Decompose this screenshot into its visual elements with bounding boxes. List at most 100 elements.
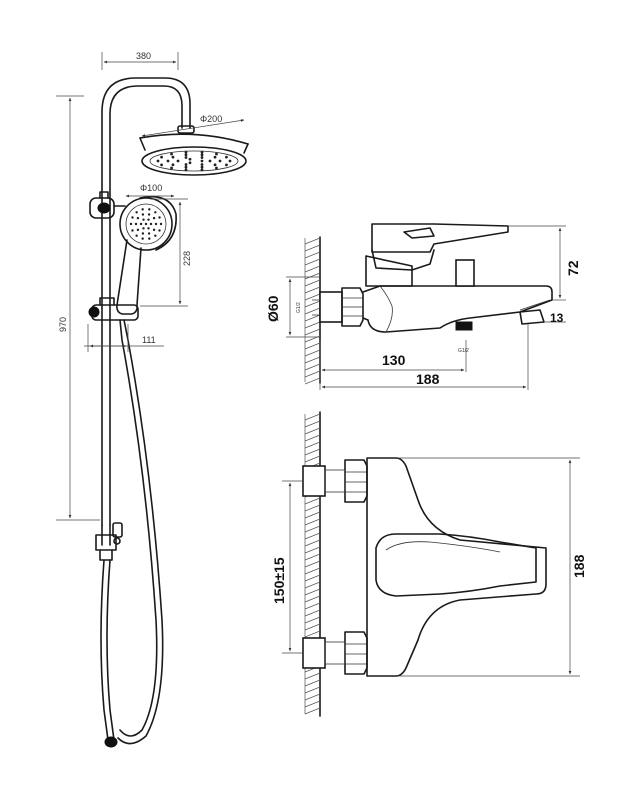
nozzle-dot [218, 159, 222, 163]
hatch-line [304, 539, 321, 547]
mixer-lever-front [375, 533, 537, 597]
hatch-line [304, 525, 321, 533]
hatch-line [304, 293, 321, 301]
hatch-line [304, 588, 321, 596]
nozzle-dot [136, 228, 140, 232]
hatch-line [304, 314, 321, 322]
nozzle-dot [149, 222, 153, 226]
hatch-line [304, 441, 321, 449]
nozzle-dot [184, 168, 188, 172]
mixer-lever-side [371, 223, 509, 253]
hatch-line [304, 581, 321, 589]
column-dimensions: 380 Φ200 Φ100 228 970 111 [56, 51, 245, 521]
hatch-line [304, 434, 321, 442]
slide-bracket [89, 191, 126, 219]
hatch-line [304, 427, 321, 435]
hand-shower-holder [88, 297, 139, 321]
nozzle-dot [213, 155, 217, 159]
head-nozzles [156, 150, 232, 172]
hatch-line [304, 279, 321, 287]
hatch-line [304, 455, 321, 463]
nozzle-dot [171, 155, 175, 159]
nozzle-dot [228, 159, 232, 163]
hatch-line [304, 328, 321, 336]
nozzle-dot [225, 163, 228, 167]
nozzle-dot [147, 213, 151, 216]
body-height-label: 188 [571, 554, 587, 578]
nozzle-dot [176, 159, 180, 163]
holder-offset-label: 111 [142, 335, 156, 345]
nozzle-dot [225, 155, 228, 159]
hatch-line [304, 307, 321, 315]
nozzle-dot [154, 211, 157, 214]
hatch-line [304, 511, 321, 519]
hand-shower [116, 195, 177, 315]
nozzle-dot [171, 163, 175, 167]
mixer-side-view: G1/2 Ø60 G1/2 72 13 130 188 [265, 223, 581, 390]
hatch-line [304, 448, 321, 456]
hatch-line [304, 363, 321, 371]
center-distance-label: 150±15 [271, 557, 287, 604]
inlet-thread-label: G1/2 [296, 302, 302, 313]
hatch-line [304, 272, 321, 280]
nozzle-dot [148, 208, 151, 211]
nozzle-dot [215, 166, 218, 170]
nozzle-dot [141, 213, 145, 216]
nozzle-dot [139, 222, 143, 226]
hatch-line [304, 616, 321, 624]
riser-pipe [101, 77, 191, 526]
hand-diameter-label: Φ100 [140, 183, 162, 193]
hatch-line [304, 700, 321, 708]
nozzle-dot [184, 163, 188, 166]
spout-reach-label: 130 [382, 352, 406, 368]
wall-hatch-top [304, 236, 321, 385]
nozzle-dot [160, 163, 163, 167]
inlet-diameter-label: Ø60 [265, 295, 281, 322]
hand-to-holder-label: 228 [182, 251, 192, 266]
hatch-line [304, 532, 321, 540]
nozzle-dot [170, 166, 173, 170]
hatch-line [304, 300, 321, 308]
front-dimensions: 150±15 188 [271, 457, 587, 677]
hatch-line [304, 413, 321, 421]
hatch-line [304, 251, 321, 259]
nozzle-dot [141, 208, 144, 211]
nozzle-dot [200, 168, 204, 172]
outlet-thread-label: G1/2 [458, 348, 469, 354]
nozzle-dot [141, 237, 144, 240]
hatch-line [304, 265, 321, 273]
nozzle-dot [152, 228, 156, 232]
nozzle-dot [156, 159, 160, 163]
nozzle-dot [131, 229, 134, 232]
nozzle-dot [188, 157, 192, 161]
nozzle-dot [213, 163, 217, 167]
hatch-line [304, 553, 321, 561]
hand-nozzles [129, 208, 163, 240]
diverter [95, 522, 123, 561]
nozzle-dot [184, 150, 188, 154]
nozzle-dot [159, 222, 163, 226]
body-length-label: 188 [416, 371, 440, 387]
hatch-line [304, 349, 321, 357]
hatch-line [304, 420, 321, 428]
nozzle-dot [184, 153, 188, 157]
nozzle-dot [135, 234, 138, 237]
hatch-line [304, 258, 321, 266]
hatch-line [304, 504, 321, 512]
hatch-line [304, 672, 321, 680]
hatch-line [304, 321, 321, 329]
hatch-line [304, 609, 321, 617]
nozzle-dot [166, 159, 170, 163]
nozzle-dot [147, 232, 151, 235]
hatch-line [304, 630, 321, 638]
hatch-line [304, 370, 321, 378]
nozzle-dot [208, 159, 212, 163]
total-height-label: 970 [58, 317, 68, 332]
nozzle-dot [135, 211, 138, 214]
nozzle-dot [158, 229, 161, 232]
hatch-line [304, 686, 321, 694]
nozzle-dot [152, 216, 156, 220]
nozzle-dot [147, 227, 150, 230]
nozzle-dot [136, 216, 140, 220]
nozzle-dot [184, 165, 188, 169]
